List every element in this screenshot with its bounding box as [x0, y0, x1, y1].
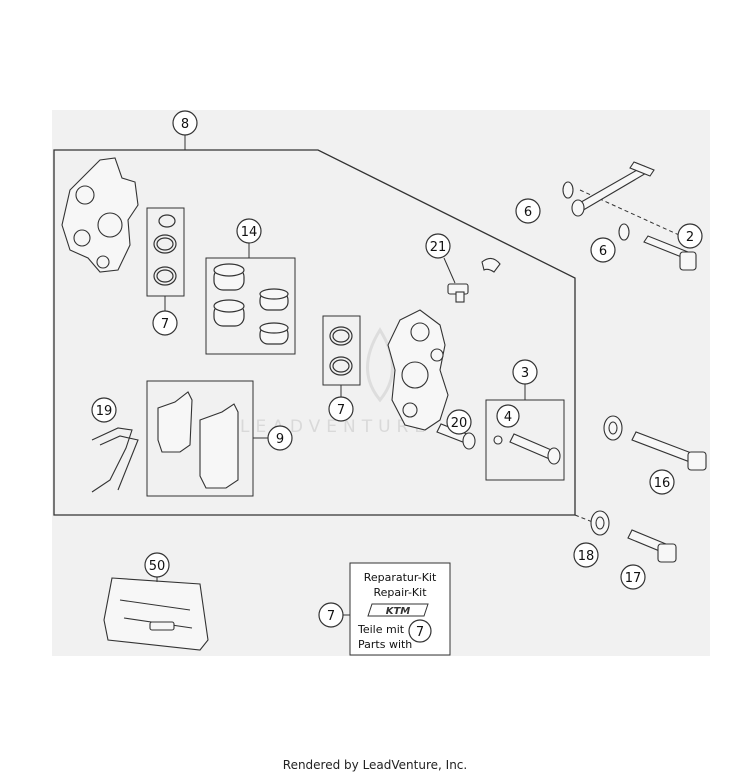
footer-credit: Rendered by LeadVenture, Inc. — [282, 758, 468, 772]
kit-line-1: Reparatur-Kit — [364, 571, 437, 584]
pad-spring — [91, 427, 139, 493]
brake-pads — [157, 391, 239, 489]
callout[interactable]: 50 — [144, 552, 170, 578]
washer-right — [603, 415, 623, 441]
callout-label: 21 — [430, 240, 447, 255]
seal-rings-left — [153, 214, 177, 286]
callout[interactable]: 21 — [425, 233, 451, 259]
callout-label: 18 — [578, 549, 595, 564]
piston-box — [205, 257, 296, 355]
caliper-bracket — [61, 157, 139, 273]
kit-line-4: Parts with — [358, 638, 412, 651]
kit-line-2: Repair-Kit — [373, 586, 427, 599]
assembly-outline — [53, 149, 576, 516]
axis-line-upper — [579, 189, 691, 241]
callout-label: 6 — [524, 205, 532, 220]
callout[interactable]: 7 — [328, 396, 354, 422]
leader-21 — [443, 257, 456, 284]
caliper-housing — [387, 309, 449, 431]
callout[interactable]: 2 — [677, 223, 703, 249]
callout-label: 2 — [686, 230, 694, 245]
callout[interactable]: 18 — [573, 542, 599, 568]
callout[interactable]: 6 — [590, 237, 616, 263]
callout-label: 20 — [451, 416, 468, 431]
callout-label: 6 — [599, 244, 607, 259]
callout-label: 7 — [327, 609, 335, 624]
callout-label: 14 — [241, 225, 258, 240]
callout-label: 8 — [181, 117, 189, 132]
callout[interactable]: 16 — [649, 469, 675, 495]
callout[interactable]: 4 — [496, 404, 520, 428]
callout-label: 7 — [161, 317, 169, 332]
callout[interactable]: 7 — [318, 602, 344, 628]
callout[interactable]: 3 — [512, 359, 538, 385]
kit-line-3: Teile mit — [357, 623, 405, 636]
bolt-17 — [627, 529, 677, 563]
repair-kit-box — [349, 562, 451, 656]
pistons — [213, 263, 289, 345]
washers-6 — [562, 181, 630, 241]
callout[interactable]: 8 — [172, 110, 198, 136]
bolt-16 — [631, 431, 707, 471]
ktm-logo-text: KTM — [386, 606, 411, 617]
callout[interactable]: 7 — [152, 310, 178, 336]
seal-rings-middle — [329, 326, 353, 376]
callout-label: 3 — [521, 366, 529, 381]
callout-label: 7 — [416, 625, 424, 640]
callout-label: 17 — [625, 571, 642, 586]
tool-kit-pouch — [103, 577, 209, 651]
guide-pin-20 — [436, 423, 476, 450]
callout[interactable]: 17 — [620, 564, 646, 590]
callout[interactable]: 9 — [267, 425, 293, 451]
washer-18 — [590, 510, 610, 536]
bolt-2 — [643, 235, 697, 271]
callout-label: 19 — [96, 404, 113, 419]
callout[interactable]: 20 — [446, 409, 472, 435]
ktm-logo: KTM — [367, 603, 429, 617]
callout[interactable]: 6 — [515, 198, 541, 224]
callout-label: 4 — [504, 410, 512, 425]
long-bolt — [571, 161, 655, 217]
callout[interactable]: 19 — [91, 397, 117, 423]
caliper-pin — [493, 433, 561, 465]
bleeder-screw — [447, 257, 501, 303]
callout[interactable]: 14 — [236, 218, 262, 244]
callout-label: 50 — [149, 559, 166, 574]
callout-label: 16 — [654, 476, 671, 491]
callout[interactable]: 7 — [408, 619, 432, 643]
callout-label: 9 — [276, 432, 284, 447]
callout-label: 7 — [337, 403, 345, 418]
